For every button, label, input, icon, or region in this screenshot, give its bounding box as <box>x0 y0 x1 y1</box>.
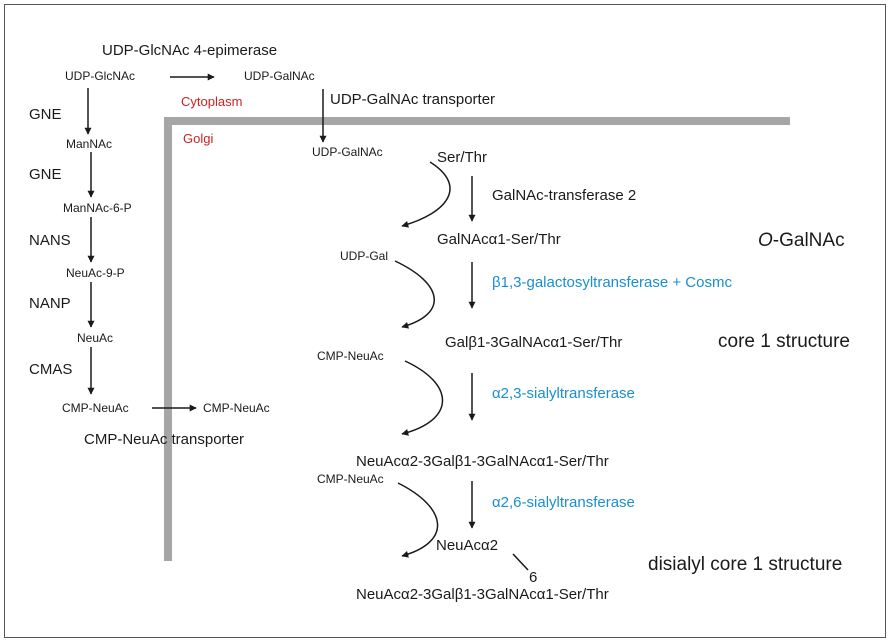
donor-udp-gal: UDP-Gal <box>340 249 389 263</box>
donor-cmp-neuac-2: CMP-NeuAc <box>317 472 384 486</box>
epimerase-label: UDP-GlcNAc 4-epimerase <box>102 42 278 59</box>
donor-curve-1 <box>401 161 451 228</box>
product-galnac-ser-thr: GalNAcα1-Ser/Thr <box>437 231 561 248</box>
label-disialyl-core1-structure: disialyl core 1 structure <box>648 554 843 575</box>
glycan-arrows <box>394 161 529 571</box>
golgi-label: Golgi <box>183 131 214 146</box>
enzyme-a23-sialyltransferase: α2,3-sialyltransferase <box>492 385 635 402</box>
cmp-neuac-transporter-label: CMP-NeuAc transporter <box>84 431 245 448</box>
product-sialyl-core1: NeuAcα2-3Galβ1-3GalNAcα1-Ser/Thr <box>356 453 609 470</box>
cytoplasm-label: Cytoplasm <box>181 94 243 109</box>
enzyme-nans: NANS <box>29 232 71 249</box>
metabolite-neuac: NeuAc <box>77 331 114 345</box>
ser-thr: Ser/Thr <box>437 149 488 166</box>
enzyme-gne-1: GNE <box>29 106 62 123</box>
donor-curve-2 <box>394 260 435 329</box>
branch-neuac: NeuAcα2 <box>436 537 499 554</box>
donor-curve-3 <box>401 360 444 436</box>
enzyme-gne-2: GNE <box>29 166 62 183</box>
label-o-galnac-rest: -GalNAc <box>772 230 845 251</box>
metabolite-neuac-9-p: NeuAc-9-P <box>66 266 125 280</box>
donor-cmp-neuac-1: CMP-NeuAc <box>317 349 384 363</box>
branch-position: 6 <box>529 569 538 586</box>
label-core1-structure: core 1 structure <box>718 331 850 352</box>
enzyme-a26-sialyltransferase: α2,6-sialyltransferase <box>492 494 635 511</box>
udp-galnac-golgi: UDP-GalNAc <box>312 145 383 159</box>
enzyme-nanp: NANP <box>29 295 71 312</box>
donor-curve-4 <box>397 482 439 558</box>
golgi-membrane <box>164 117 790 561</box>
metabolite-mannac-6-p: ManNAc-6-P <box>63 201 132 215</box>
cmp-neuac-golgi: CMP-NeuAc <box>203 401 270 415</box>
product-core1: Galβ1-3GalNAcα1-Ser/Thr <box>445 334 623 351</box>
branch-link <box>512 553 529 571</box>
enzyme-b13-galactosyltransferase: β1,3-galactosyltransferase + Cosmc <box>492 274 732 291</box>
metabolite-udp-glcnac: UDP-GlcNAc <box>65 69 136 83</box>
product-disialyl-core1: NeuAcα2-3Galβ1-3GalNAcα1-Ser/Thr <box>356 586 609 603</box>
figure-border <box>4 4 886 638</box>
enzyme-cmas: CMAS <box>29 361 73 378</box>
metabolite-cmp-neuac: CMP-NeuAc <box>62 401 129 415</box>
label-o-galnac: O-GalNAc <box>758 230 845 251</box>
udp-galnac-transporter-label: UDP-GalNAc transporter <box>330 91 496 108</box>
sialic-pathway-arrows <box>84 73 327 412</box>
metabolite-mannac: ManNAc <box>66 137 113 151</box>
udp-galnac-cytoplasm: UDP-GalNAc <box>244 69 315 83</box>
enzyme-galnac-transferase-2: GalNAc-transferase 2 <box>492 187 637 204</box>
